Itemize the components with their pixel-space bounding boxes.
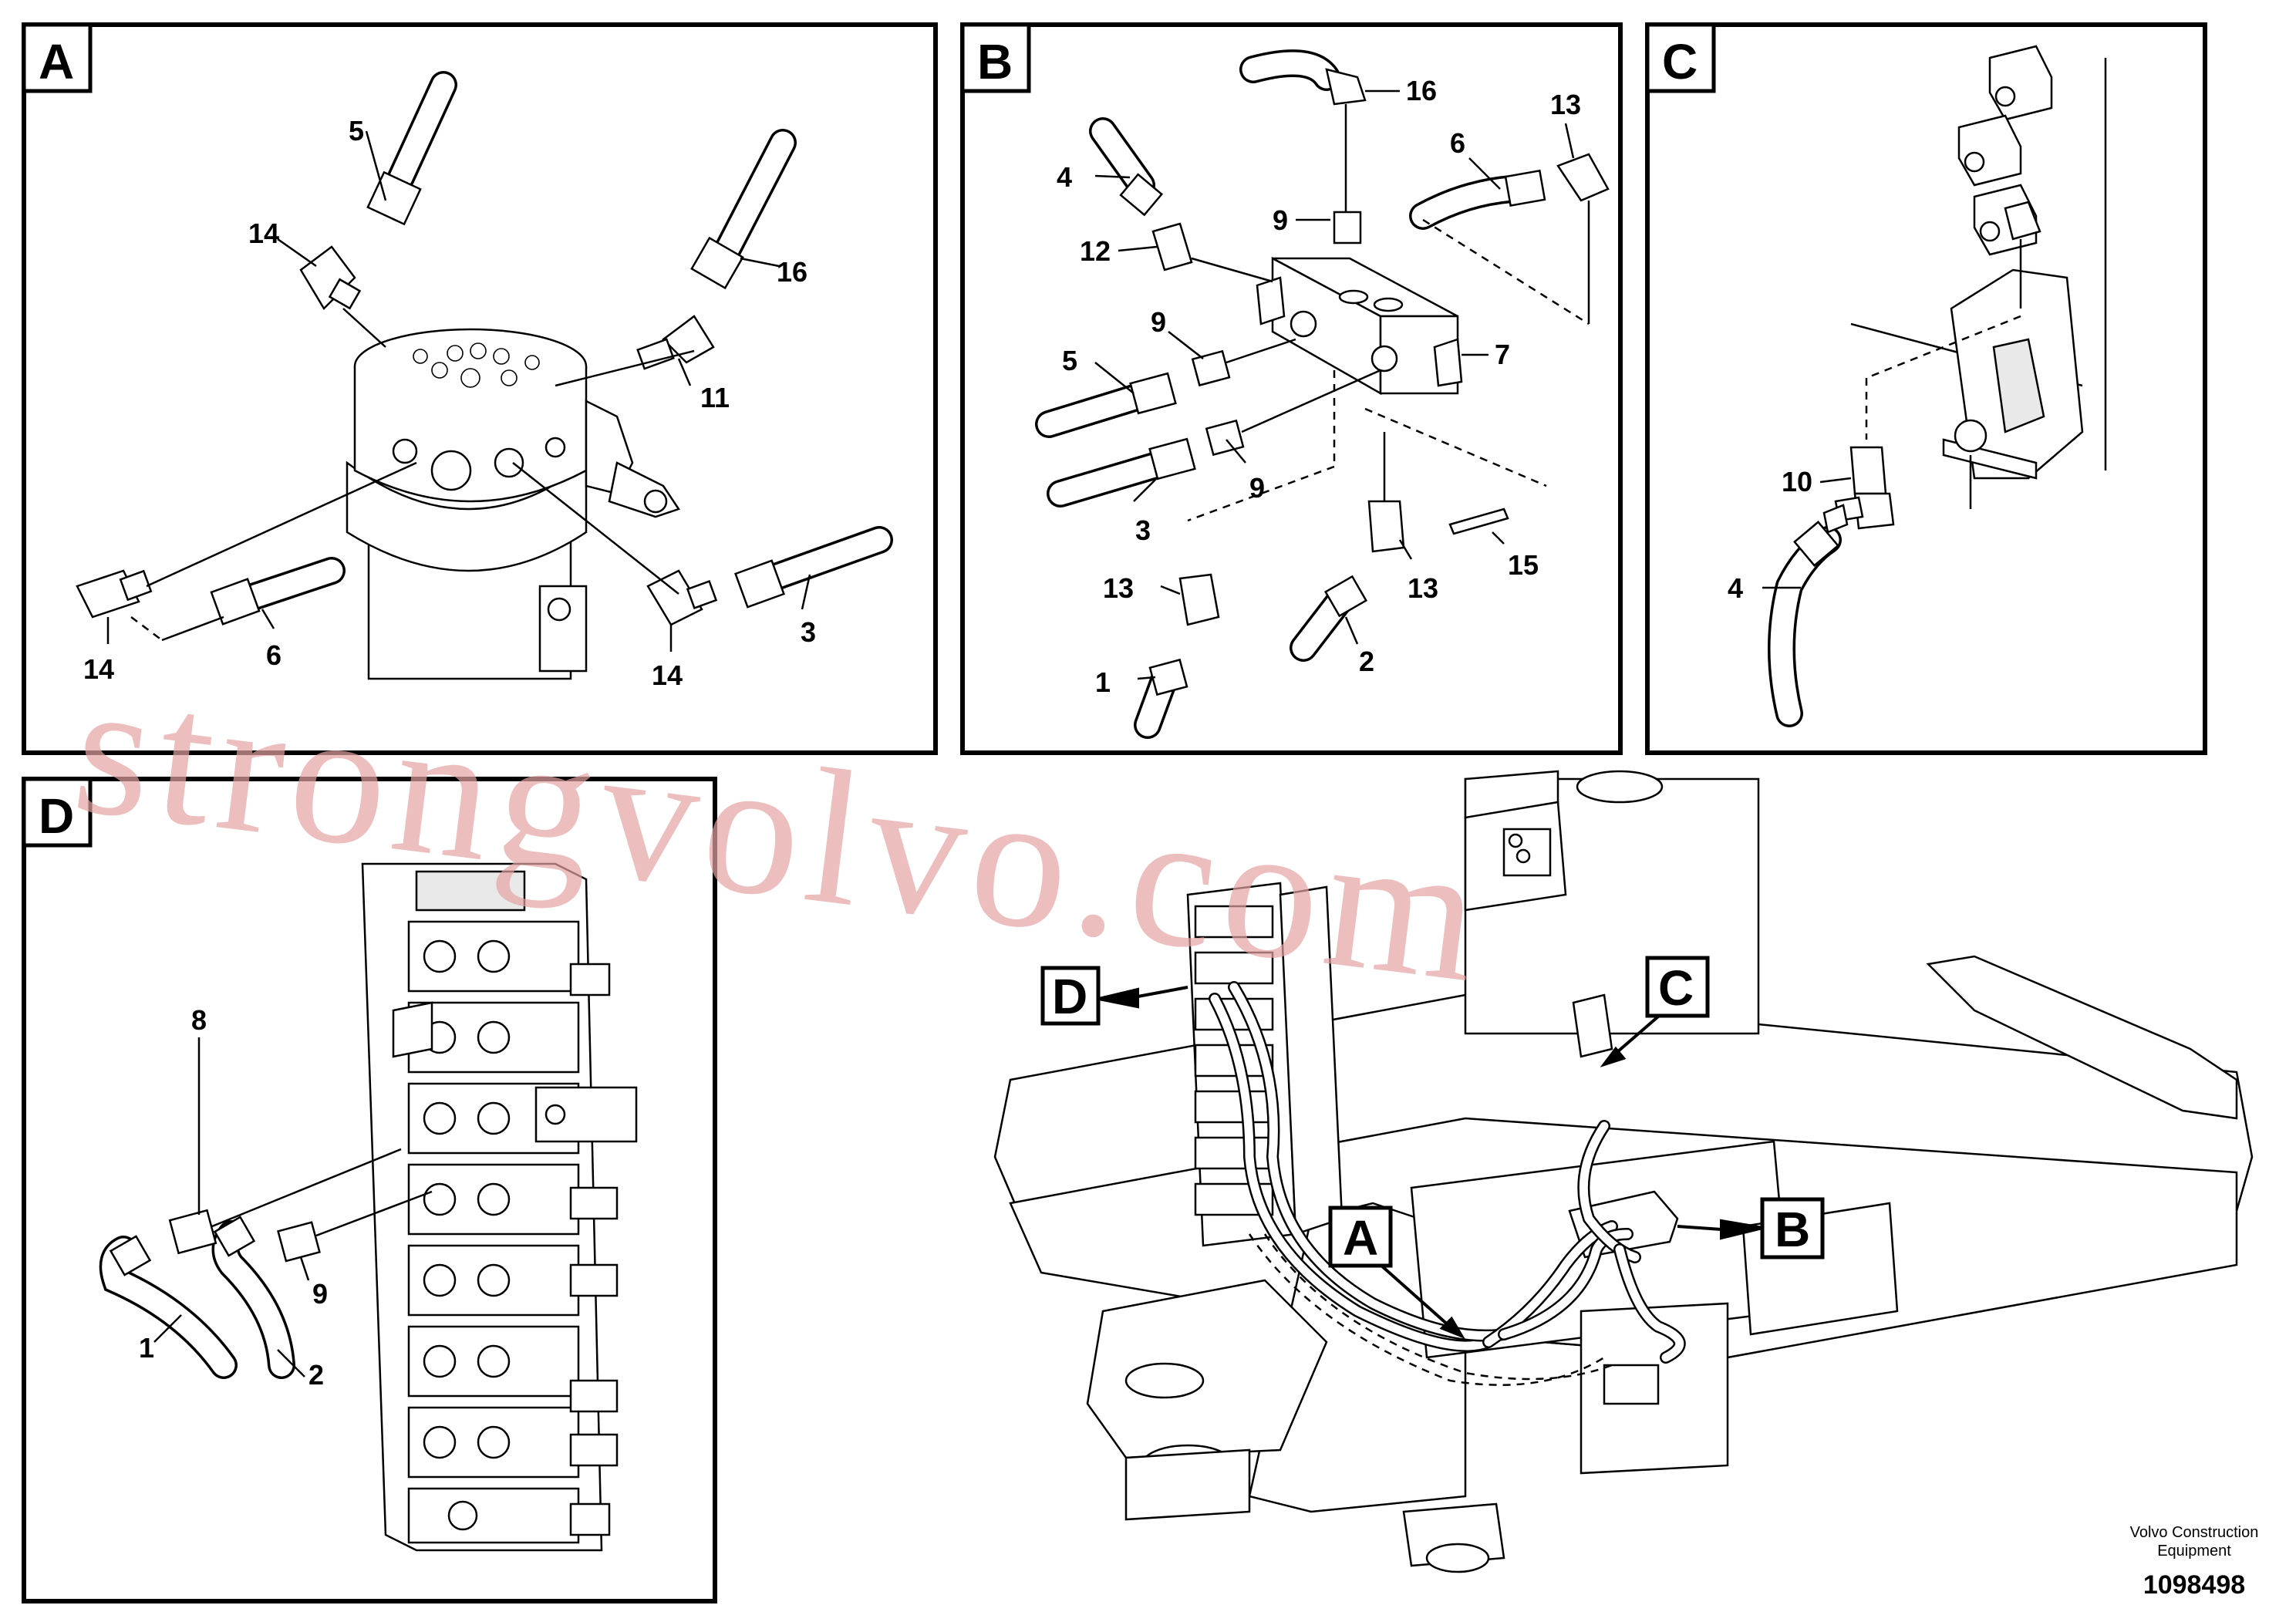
overview-label-c: C	[1600, 956, 1710, 1067]
panel-b-tag: B	[977, 34, 1013, 89]
callout-a-5: 14	[83, 653, 114, 685]
callout-b-16: 2	[1359, 646, 1374, 677]
panel-a: A	[22, 22, 938, 755]
frame-detail	[1850, 45, 2107, 509]
hose-c	[1768, 504, 1849, 727]
control-valve	[361, 862, 638, 1552]
callout-a-4: 11	[700, 382, 730, 413]
callout-b-11: 3	[1135, 514, 1151, 546]
callout-a-7: 14	[652, 659, 683, 691]
company-line-2: Equipment	[2157, 1543, 2231, 1560]
callout-b-5: 9	[1273, 204, 1288, 236]
panel-c: C	[1645, 22, 2207, 755]
leaders-c	[1762, 477, 1852, 589]
overview-tag-a: A	[1343, 1210, 1378, 1266]
document-number: 1098498	[2143, 1570, 2245, 1600]
callout-c-1: 10	[1782, 466, 1812, 497]
callout-b-2: 13	[1550, 89, 1581, 120]
callout-b-4: 6	[1450, 127, 1465, 159]
footer: Volvo Construction Equipment 1098498	[2130, 1524, 2259, 1600]
overview-assembly: D C B A	[993, 770, 2254, 1573]
overview-tag-b: B	[1775, 1202, 1810, 1257]
leaders-a	[106, 130, 811, 652]
overview-label-a: A	[1328, 1206, 1465, 1340]
rotary-joint	[346, 328, 680, 680]
callout-b-9: 5	[1062, 345, 1077, 376]
panel-d: D	[22, 777, 717, 1603]
hoses-b	[1035, 49, 1610, 739]
overview-label-b: B	[1677, 1197, 1825, 1259]
callout-d-3: 1	[139, 1332, 154, 1364]
callout-b-10: 9	[1249, 472, 1265, 504]
callout-a-3: 16	[777, 256, 807, 288]
callout-c-2: 4	[1728, 572, 1743, 604]
callout-d-2: 9	[312, 1278, 328, 1310]
callout-b-14: 15	[1508, 549, 1539, 581]
callout-a-8: 3	[801, 616, 816, 648]
callout-b-12: 13	[1103, 572, 1134, 604]
callout-b-1: 16	[1406, 75, 1437, 106]
panel-a-tag: A	[39, 34, 74, 89]
hoses-a	[76, 71, 893, 626]
leaders-d	[153, 1037, 310, 1378]
overview-tag-c: C	[1658, 960, 1694, 1016]
callout-a-2: 14	[248, 218, 279, 249]
callout-d-1: 8	[191, 1004, 207, 1036]
company-line-1: Volvo Construction	[2130, 1524, 2259, 1541]
panel-d-tag: D	[39, 788, 74, 844]
callout-b-13: 13	[1408, 572, 1438, 604]
hoses-d	[99, 1148, 433, 1379]
panel-b: B	[960, 22, 1623, 755]
callout-d-4: 2	[308, 1359, 324, 1391]
callout-b-8: 7	[1495, 339, 1510, 370]
leaders-b	[1094, 89, 1590, 680]
manifold-block	[1256, 256, 1463, 396]
panel-c-tag: C	[1662, 34, 1698, 89]
overview-tag-d: D	[1052, 969, 1087, 1024]
callout-b-7: 9	[1151, 306, 1166, 338]
callout-a-6: 6	[266, 639, 282, 671]
overview-label-d: D	[1040, 966, 1188, 1026]
callout-a-1: 5	[349, 115, 364, 147]
callout-b-6: 12	[1080, 235, 1111, 267]
tee-fitting	[1834, 446, 1895, 530]
callout-b-3: 4	[1057, 161, 1072, 193]
callout-b-15: 1	[1095, 666, 1111, 698]
